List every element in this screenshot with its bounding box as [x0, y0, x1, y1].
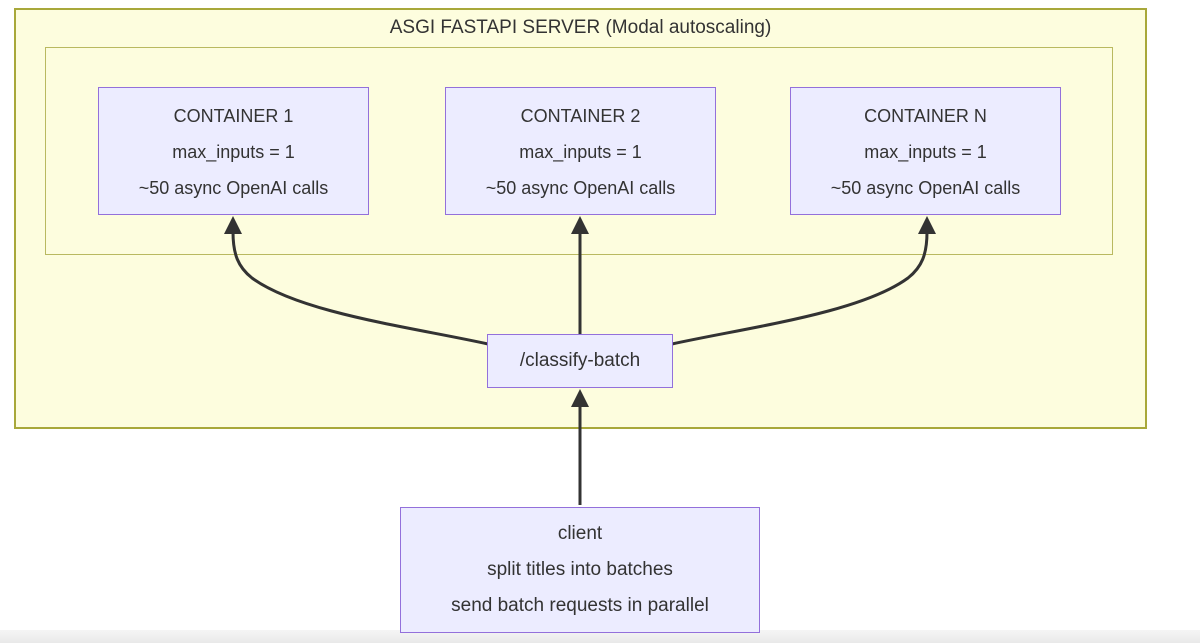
- classify-batch-node: /classify-batch: [487, 334, 673, 388]
- container-n-config: max_inputs = 1: [864, 142, 987, 162]
- container-1-name: CONTAINER 1: [173, 106, 294, 126]
- client-node: client split titles into batches send ba…: [400, 507, 760, 633]
- container-1-detail: ~50 async OpenAI calls: [138, 178, 329, 198]
- container-n-node: CONTAINER N max_inputs = 1 ~50 async Ope…: [790, 87, 1061, 215]
- container-2-detail: ~50 async OpenAI calls: [485, 178, 676, 198]
- client-name: client: [557, 523, 603, 544]
- container-2-config: max_inputs = 1: [519, 142, 642, 162]
- container-1-node: CONTAINER 1 max_inputs = 1 ~50 async Ope…: [98, 87, 369, 215]
- container-1-config: max_inputs = 1: [172, 142, 295, 162]
- client-step-2: send batch requests in parallel: [451, 595, 709, 616]
- client-step-1: split titles into batches: [487, 559, 673, 580]
- classify-batch-label: /classify-batch: [519, 350, 641, 371]
- container-2-node: CONTAINER 2 max_inputs = 1 ~50 async Ope…: [445, 87, 716, 215]
- container-n-detail: ~50 async OpenAI calls: [830, 178, 1021, 198]
- container-n-name: CONTAINER N: [864, 106, 987, 126]
- page-bottom-strip: [0, 630, 1200, 643]
- container-2-name: CONTAINER 2: [520, 106, 641, 126]
- asgi-server-group-title: ASGI FASTAPI SERVER (Modal autoscaling): [389, 17, 772, 38]
